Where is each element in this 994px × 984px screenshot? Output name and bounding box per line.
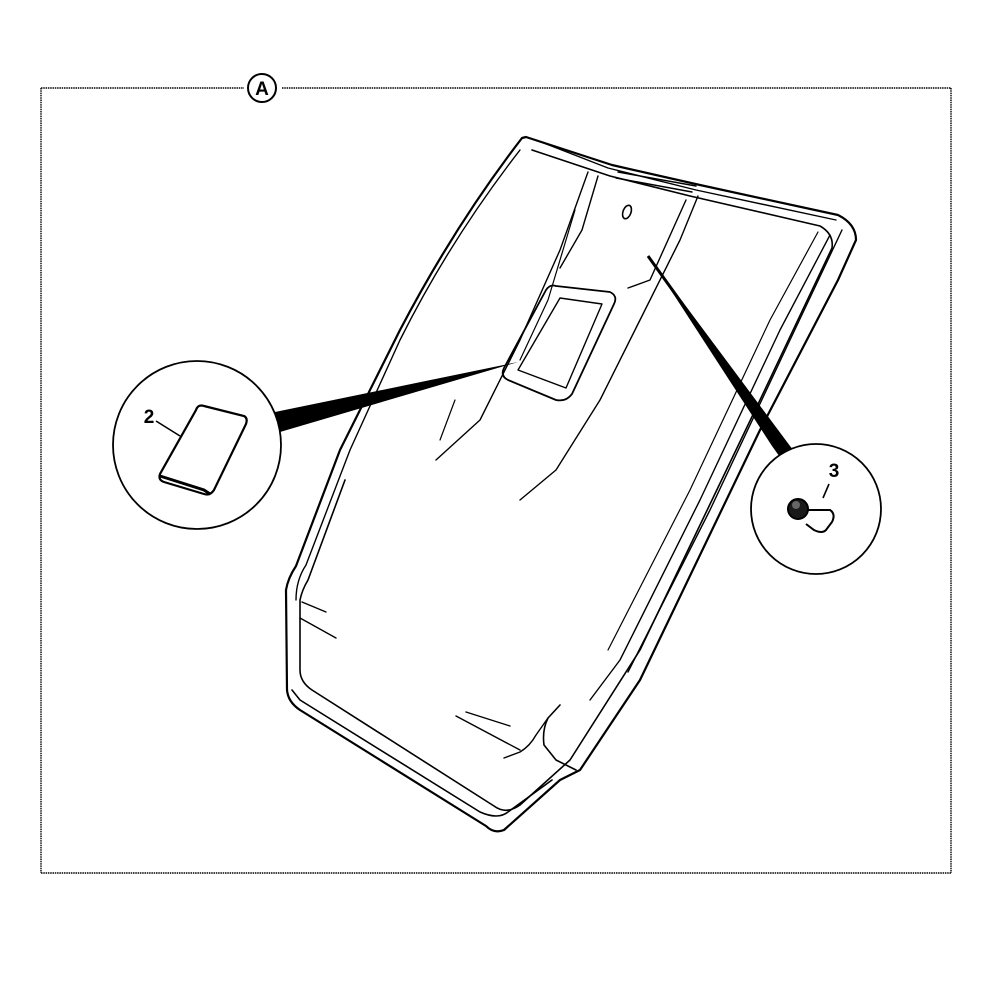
leader-2 <box>275 362 518 432</box>
callout-2-number: 2 <box>144 407 155 428</box>
panel-part <box>284 135 858 833</box>
callout-2-detail: 2 <box>112 360 282 530</box>
view-frame <box>40 87 952 874</box>
view-marker-label: A <box>255 79 269 100</box>
callout-3-detail: 3 <box>750 443 882 575</box>
callout-3-number: 3 <box>829 461 840 482</box>
view-marker: A <box>247 73 277 103</box>
